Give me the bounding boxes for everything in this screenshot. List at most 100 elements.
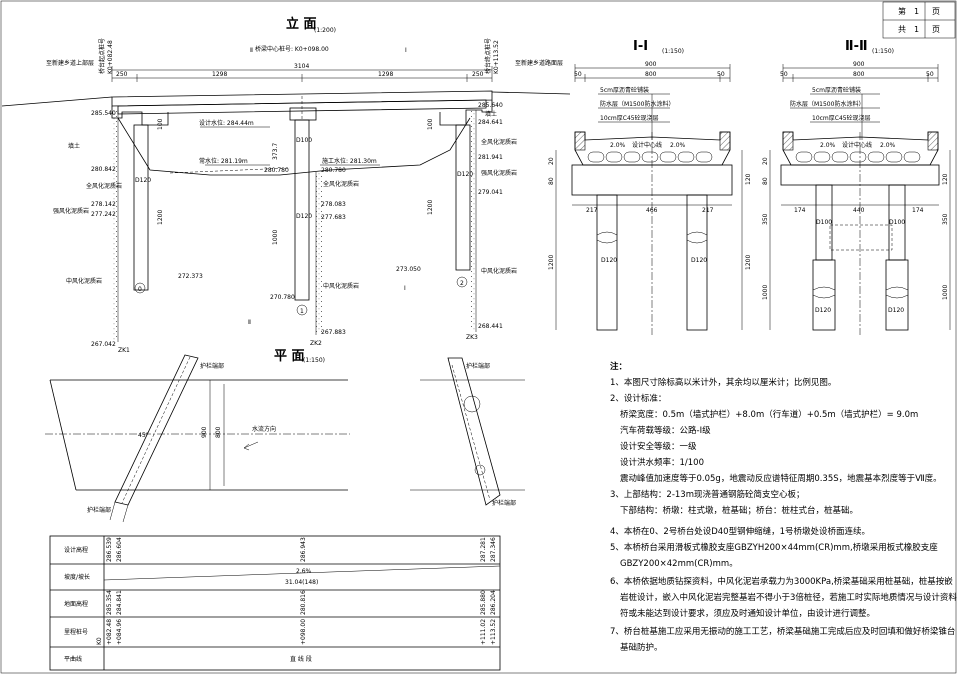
note-2: 2、设计标准： [610, 393, 666, 404]
design-e: 287.346 [490, 537, 497, 562]
left-stake-label: 桥台起点桩号 [98, 38, 106, 74]
s1-slope-left: 2.0% [610, 142, 626, 149]
design-a: 286.539 [106, 537, 113, 562]
note-4: 4、本桥在0、2号桥台处设D40型钢伸缩缝，1号桥墩处设桥面连续。 [610, 526, 870, 537]
right-side-label: 至新建乡道路面层 [515, 59, 563, 67]
notes: 注： 1、本图尺寸除标高以米计外，其余均以厘米计；比例见图。 2、设计标准： 桥… [610, 361, 957, 653]
s1-pile-d-right: D120 [691, 257, 707, 264]
s1-dim-50b: 50 [717, 71, 725, 78]
soil-completely-mid: 全风化泥质岩 [323, 180, 359, 188]
row-ground-elev: 地面高程 [64, 600, 88, 608]
s1-h120: 120 [745, 173, 752, 185]
section-mark-top-right: Ⅰ [405, 47, 407, 54]
s1-h20: 20 [548, 157, 555, 165]
note-6b: 符或未能达到设计要求，须应及时通知设计单位，由设计进行调整。 [620, 608, 875, 619]
s2-h350-right: 350 [942, 213, 949, 225]
section-mark-low-right: Ⅰ [404, 285, 406, 292]
page-current-suffix: 页 [932, 7, 940, 16]
ground-d: 285.880 [480, 590, 487, 615]
section-2-scale: (1:150) [872, 48, 894, 55]
s2-slope-right: 2.0% [880, 142, 896, 149]
page-current-prefix: 第 [898, 6, 906, 16]
s2-dim-50a: 50 [780, 71, 788, 78]
design-d: 287.281 [480, 537, 487, 562]
borehole-zk3: ZK3 [466, 334, 478, 341]
stake-k: K0 [96, 637, 103, 645]
left-stake-value: K0+082.48 [107, 40, 114, 74]
section-1-scale: (1:150) [662, 48, 684, 55]
profile-table: 设计高程 坡度/坡长 地面高程 里程桩号 平曲线 286.539 286.604… [49, 535, 501, 671]
curve-value: 直 线 段 [290, 655, 312, 663]
lvl-l-pile: 272.373 [178, 273, 203, 280]
s2-col-d-left: D100 [816, 219, 832, 226]
construction-level: 施工水位: 281.30m [322, 157, 377, 165]
s2-dim-174b: 174 [912, 207, 924, 214]
lvl-m3: 277.683 [321, 214, 346, 221]
note-5: 5、本桥桥台采用滑板式橡胶支座GBZYH200×44mm(CR)mm,桥墩采用板… [610, 542, 938, 553]
section-2-title: Ⅱ-Ⅱ [845, 39, 868, 54]
right-pile-h100: 100 [427, 118, 434, 130]
soil-fill-left: 填土 [68, 142, 80, 150]
note-1: 1、本图尺寸除标高以米计外，其余均以厘米计；比例见图。 [610, 377, 836, 388]
lvl-r-pile: 273.050 [396, 266, 421, 273]
s2-h350: 350 [762, 213, 769, 225]
left-stake-vertical: 桥台起点桩号 K0+082.48 [98, 38, 114, 74]
s2-dim-50b: 50 [926, 71, 934, 78]
stake-d: +111.02 [480, 619, 487, 645]
s1-h80: 80 [548, 177, 555, 185]
ground-e: 286.204 [490, 590, 497, 615]
lvl-l-bot: 267.042 [91, 341, 116, 348]
page-total-suffix: 页 [932, 25, 940, 34]
ground-c: 280.816 [300, 590, 307, 615]
plan-label-d: 护栏端部 [492, 499, 516, 507]
stake-c: +098.00 [300, 619, 307, 645]
note-2b: 汽车荷载等级：公路-Ⅰ级 [620, 425, 711, 436]
right-stake-value: K0+113.52 [493, 40, 500, 74]
s2-dim-900: 900 [853, 61, 865, 68]
s2-h80: 80 [762, 177, 769, 185]
page-total-number: 1 [914, 25, 919, 34]
plan-angle: 45° [138, 432, 149, 439]
lvl-r2: 281.941 [478, 154, 503, 161]
right-pile-h1200: 1200 [427, 200, 434, 215]
s1-dim-900: 900 [645, 61, 657, 68]
soil-moderate-right: 中风化泥质岩 [481, 267, 517, 275]
note-7a: 基础防护。 [620, 642, 663, 653]
s1-dim-466: 466 [646, 207, 658, 214]
s2-center-label: 设计中心线 [842, 141, 872, 149]
lvl-l2: 278.142 [91, 201, 116, 208]
section-2-view: Ⅱ-Ⅱ (1:150) 900 50 800 50 5cm厚沥青砼铺装 防水层（… [762, 39, 951, 335]
section-1-title: Ⅰ-Ⅰ [633, 39, 648, 54]
note-2a: 桥梁宽度：0.5m（墙式护栏）+8.0m（行车道）+0.5m（墙式护栏）= 9.… [620, 409, 918, 420]
s1-dim-800: 800 [645, 71, 657, 78]
page-total-prefix: 共 [898, 25, 906, 34]
s2-dim-800: 800 [853, 71, 865, 78]
elevation-scale: (1:200) [314, 27, 336, 34]
row-slope: 坡度/坡长 [64, 573, 90, 581]
dim-1298-right: 1298 [378, 71, 393, 78]
plan-scale: (1:150) [303, 357, 325, 364]
plan-label-a: 护栏端部 [200, 362, 224, 370]
ground-a: 285.354 [106, 590, 113, 615]
flood-level: 设计水位: 284.44m [199, 119, 254, 127]
mid-pile-d: D120 [296, 213, 312, 220]
note-2d: 设计洪水频率：1/100 [620, 457, 704, 468]
s2-slope-left: 2.0% [820, 142, 836, 149]
s1-h1200-right: 1200 [745, 255, 752, 270]
row-curve: 平曲线 [64, 655, 82, 663]
left-pile-h100: 100 [157, 118, 164, 130]
s2-pile-d-left: D120 [815, 307, 831, 314]
row-stake: 里程桩号 [64, 628, 88, 636]
s2-h1000: 1000 [762, 285, 769, 300]
pier-id-1: 1 [300, 308, 304, 315]
s2-layer-3: 10cm厚C45砼现浇层 [812, 114, 871, 122]
s1-layer-2: 防水层（M1500防水涂料） [600, 100, 674, 108]
s2-dim-174a: 174 [794, 207, 806, 214]
note-5a: GBZY200×42mm(CR)mm。 [620, 559, 738, 569]
center-stake: 桥梁中心桩号: K0+098.00 [255, 45, 329, 53]
note-7: 7、桥台桩基施工应采用无振动的施工工艺，桥梁基础施工完成后应及时回填和做好桥梁锥… [610, 626, 955, 637]
left-pile-h1200: 1200 [157, 210, 164, 225]
s1-dim-217b: 217 [702, 207, 714, 214]
soil-strong-left: 强风化泥质岩 [53, 207, 89, 215]
